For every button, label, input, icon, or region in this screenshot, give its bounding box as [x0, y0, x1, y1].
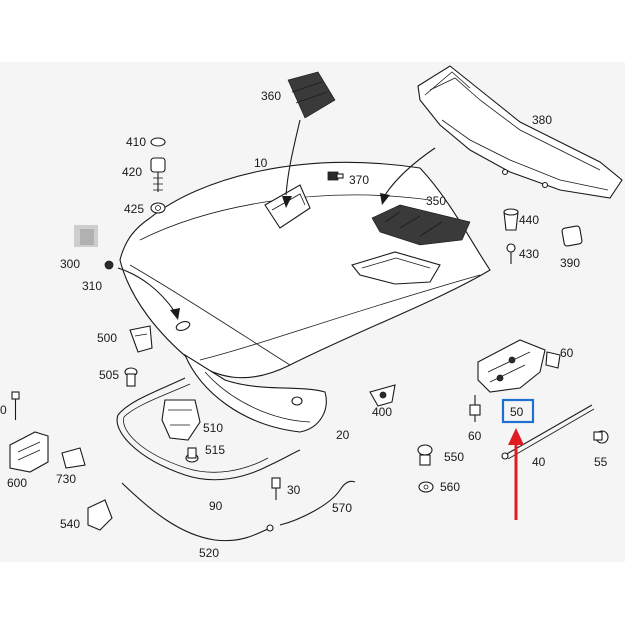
- clip-730[interactable]: [61, 447, 86, 469]
- arrow-head: [170, 308, 180, 320]
- label-425: 425: [124, 202, 144, 216]
- bolt-505[interactable]: [124, 367, 138, 387]
- nut-425[interactable]: [150, 202, 166, 214]
- label-515: 515: [205, 443, 225, 457]
- label-370: 370: [349, 173, 369, 187]
- buffer-440[interactable]: [503, 208, 519, 231]
- label-500: 500: [97, 331, 117, 345]
- ball-stud-55[interactable]: [593, 430, 609, 444]
- lock-bracket-500[interactable]: [129, 325, 153, 353]
- label-550: 550: [444, 450, 464, 464]
- hood-vent-opening-center: [351, 251, 441, 285]
- handle-540[interactable]: [87, 499, 113, 531]
- clip-370[interactable]: [327, 171, 344, 181]
- label-60-lower: 60: [468, 429, 482, 443]
- label-600: 600: [7, 476, 27, 490]
- label-30: 30: [287, 483, 301, 497]
- label-420: 420: [122, 165, 142, 179]
- bracket-600[interactable]: [9, 431, 49, 473]
- buffer-420[interactable]: [150, 157, 166, 192]
- clip-310[interactable]: [104, 260, 180, 320]
- label-0: 0: [0, 403, 7, 417]
- gas-strut-40[interactable]: [501, 404, 595, 460]
- label-430: 430: [519, 247, 539, 261]
- top-margin: [0, 0, 625, 62]
- cowl-panel-380[interactable]: [417, 65, 623, 199]
- label-570: 570: [332, 501, 352, 515]
- highlight-box: [501, 398, 535, 424]
- emblem-400[interactable]: [369, 384, 396, 407]
- label-310: 310: [82, 279, 102, 293]
- label-10: 10: [254, 156, 268, 170]
- label-350: 350: [426, 194, 446, 208]
- release-cable-570[interactable]: [279, 480, 356, 526]
- seal-strip-90[interactable]: [116, 377, 301, 481]
- label-390: 390: [560, 256, 580, 270]
- label-55: 55: [594, 455, 608, 469]
- label-400: 400: [372, 405, 392, 419]
- label-60-upper: 60: [560, 346, 574, 360]
- label-360: 360: [261, 89, 281, 103]
- lock-striker-515[interactable]: [185, 447, 199, 463]
- label-510: 510: [203, 421, 223, 435]
- washer-560[interactable]: [418, 481, 434, 493]
- vent-grille-350[interactable]: [371, 147, 471, 246]
- bolt-left-0[interactable]: [11, 391, 20, 420]
- fastener-550[interactable]: [417, 444, 433, 466]
- label-40: 40: [532, 455, 546, 469]
- label-520: 520: [199, 546, 219, 560]
- cap-390[interactable]: [561, 225, 583, 247]
- label-410: 410: [126, 135, 146, 149]
- label-90: 90: [209, 499, 223, 513]
- hood-inner-frame[interactable]: [183, 353, 327, 433]
- arrow-head: [282, 196, 292, 208]
- cable-guide-30[interactable]: [271, 477, 281, 500]
- bolt-60-lower[interactable]: [469, 395, 481, 422]
- label-560: 560: [440, 480, 460, 494]
- hood-vent-opening-left: [264, 184, 311, 229]
- obscured-badge: [74, 225, 98, 247]
- hood-hinge-assembly[interactable]: [477, 339, 561, 393]
- label-380: 380: [532, 113, 552, 127]
- label-20: 20: [336, 428, 350, 442]
- label-540: 540: [60, 517, 80, 531]
- label-730: 730: [56, 472, 76, 486]
- label-440: 440: [519, 213, 539, 227]
- plug-410[interactable]: [150, 137, 166, 147]
- vent-grille-360[interactable]: [282, 71, 336, 208]
- label-505: 505: [99, 368, 119, 382]
- label-300: 300: [60, 257, 80, 271]
- screw-430[interactable]: [506, 243, 516, 264]
- arrow-head: [380, 193, 390, 205]
- bottom-margin: [0, 562, 625, 625]
- release-cable-520[interactable]: [121, 482, 274, 542]
- red-pointer-arrow: [508, 428, 524, 520]
- label-50: 50: [510, 405, 524, 419]
- hood-lock-510[interactable]: [161, 399, 201, 441]
